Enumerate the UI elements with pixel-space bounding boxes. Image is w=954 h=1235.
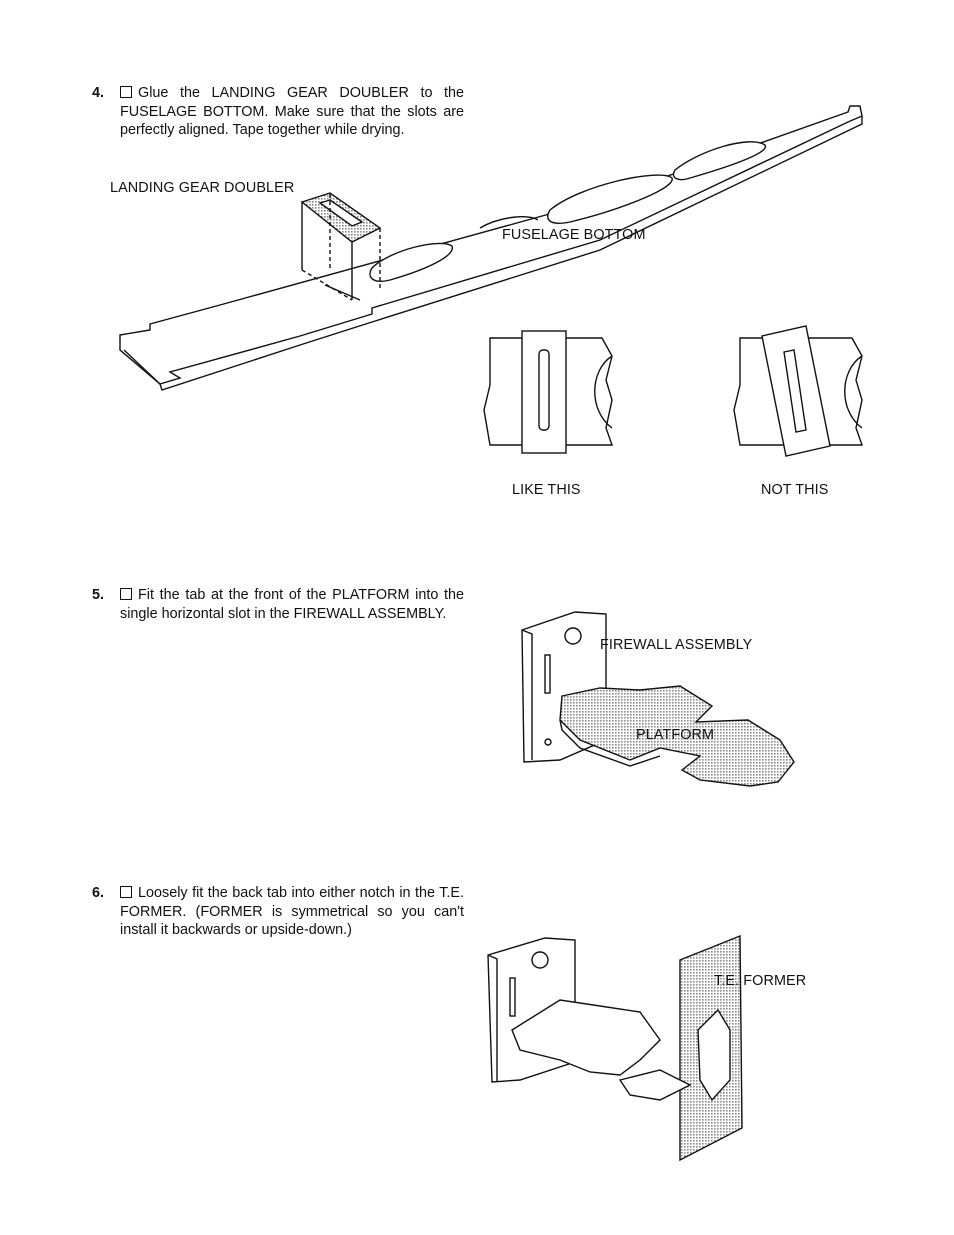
- label-firewall-assembly: FIREWALL ASSEMBLY: [600, 637, 753, 653]
- label-te-former: T.E. FORMER: [714, 973, 807, 989]
- step-5-checkbox[interactable]: [120, 588, 132, 600]
- te-former-drawing: [487, 934, 743, 1162]
- step-6-checkbox[interactable]: [120, 886, 132, 898]
- fuselage-bottom-drawing: [119, 105, 863, 391]
- step-4: 4. Glue the LANDING GEAR DOUBLER to the …: [92, 84, 464, 140]
- step-4-number: 4.: [92, 85, 105, 101]
- like-this-drawing: [483, 330, 613, 454]
- label-like-this: LIKE THIS: [512, 482, 581, 498]
- not-this-drawing: [733, 325, 863, 457]
- label-platform: PLATFORM: [636, 727, 715, 743]
- step-6-text: Loosely fit the back tab into either not…: [120, 885, 464, 938]
- step-5-number: 5.: [92, 587, 105, 603]
- label-fuselage-bottom: FUSELAGE BOTTOM: [502, 227, 646, 243]
- firewall-platform-drawing: [521, 611, 795, 787]
- step-4-text: Glue the LANDING GEAR DOUBLER to the FUS…: [120, 85, 464, 138]
- label-not-this: NOT THIS: [761, 482, 829, 498]
- step-5-text: Fit the tab at the front of the PLATFORM…: [120, 587, 464, 622]
- label-landing-gear-doubler: LANDING GEAR DOUBLER: [110, 180, 295, 196]
- landing-gear-doubler-drawing: [300, 192, 382, 301]
- step-6: 6. Loosely fit the back tab into either …: [92, 884, 464, 940]
- step-4-checkbox[interactable]: [120, 86, 132, 98]
- step-5: 5. Fit the tab at the front of the PLATF…: [92, 586, 464, 623]
- step-6-number: 6.: [92, 885, 105, 901]
